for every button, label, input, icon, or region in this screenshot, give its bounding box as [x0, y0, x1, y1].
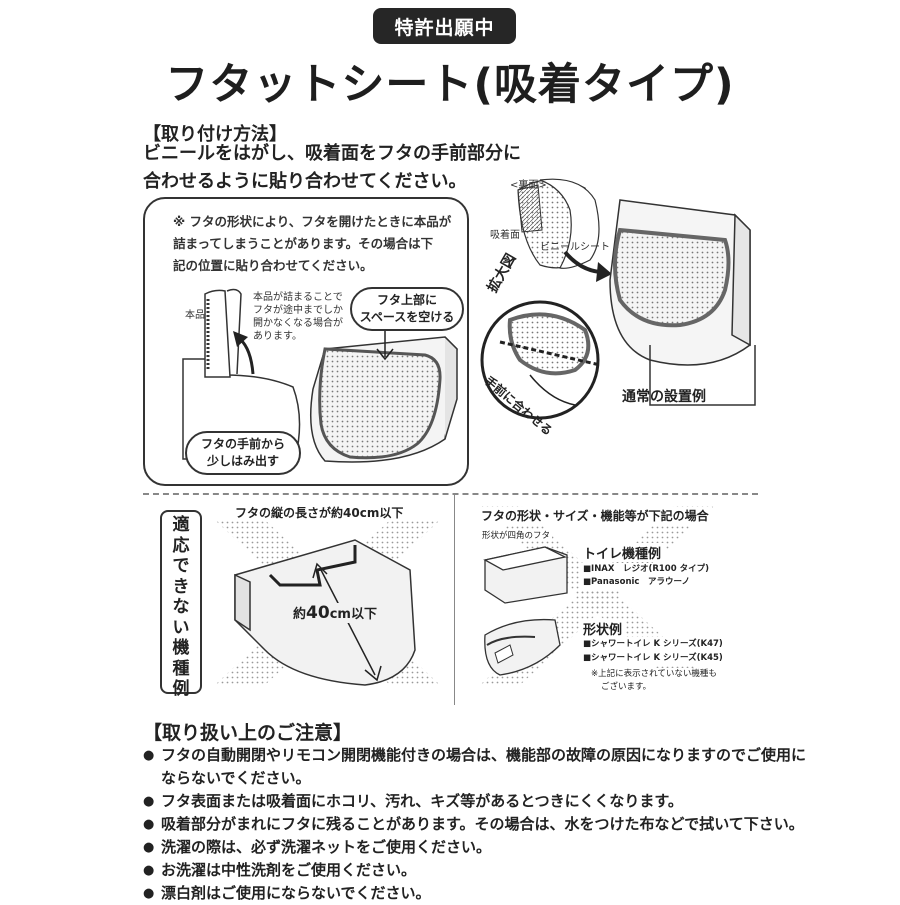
- length-label: 約40cm以下: [291, 603, 379, 623]
- vertical-char: 応: [172, 535, 190, 556]
- bubble-top-line-1: フタ上部に: [376, 293, 437, 307]
- lid-length-illustration: [215, 520, 440, 686]
- toilet-model-2: ■Panasonic アラウーノ: [583, 577, 690, 587]
- vertical-char: 機: [172, 638, 190, 658]
- install-heading: 【取り付け方法】: [143, 124, 287, 145]
- stuck-line-2: フタが途中までしか: [253, 305, 343, 316]
- caution-text: フタ表面または吸着面にホコリ、汚れ、キズ等があるとつきにくくなります。: [161, 792, 683, 810]
- shape-example-1: ■シャワートイレ K シリーズ(K47): [583, 639, 723, 649]
- toilet-model-heading: トイレ機種例: [580, 543, 665, 562]
- stuck-line-4: あります。: [253, 331, 302, 342]
- install-line-2: 合わせるように貼り合わせてください。: [143, 171, 467, 192]
- label-suction-face: 吸着面: [490, 230, 520, 241]
- patent-pending-badge: 特許出願中: [373, 8, 516, 44]
- note-line-2: 詰まってしまうことがあります。その場合は下: [173, 236, 434, 251]
- caution-item: ● フタの自動開閉やリモコン開閉機能付きの場合は、機能部の故障の原因になりますので…: [143, 744, 883, 767]
- shape-example-list: ■シャワートイレ K シリーズ(K47) ■シャワートイレ K シリーズ(K45…: [580, 637, 726, 665]
- bullet-icon: ●: [143, 817, 155, 832]
- label-vinyl-sheet: ビニールシート: [540, 242, 610, 253]
- section-divider: [143, 493, 758, 495]
- note-box: ※ フタの形状により、フタを開けたときに本品が 詰まってしまうことがあります。そ…: [143, 197, 469, 486]
- caution-text: お洗濯は中性洗剤をご使用ください。: [161, 861, 417, 879]
- length-label-num: 40: [306, 603, 330, 623]
- shape-heading: フタの形状・サイズ・機能等が下記の場合: [478, 507, 712, 524]
- bubble-top-space: フタ上部にスペースを空ける: [350, 287, 464, 331]
- normal-install-illustration: [480, 178, 756, 420]
- page-title: フタットシート(吸着タイプ): [165, 60, 735, 110]
- caution-text: 吸着部分がまれにフタに残ることがあります。その場合は、水をつけた布などで拭いて下…: [161, 815, 804, 833]
- stuck-line-1: 本品が詰まることで: [253, 292, 343, 303]
- caution-text: ならないでください。: [161, 769, 311, 787]
- bubble-top-line-2: スペースを空ける: [359, 310, 455, 324]
- normal-install-caption: 通常の設置例: [622, 389, 706, 405]
- toilet-model-list: ■INAX レジオ(R100 タイプ) ■Panasonic アラウーノ: [580, 563, 712, 589]
- incompatible-shapes-illustration: [480, 505, 715, 685]
- bubble-bottom-line-1: フタの手前から: [200, 437, 285, 451]
- bullet-icon: ●: [143, 794, 155, 809]
- toilet-model-1: ■INAX レジオ(R100 タイプ): [583, 564, 709, 574]
- install-text: ビニールをはがし、吸着面をフタの手前部分に 合わせるように貼り合わせてください。: [143, 140, 521, 196]
- footnote: ※上記に表示されていない機種も ございます。: [588, 668, 720, 694]
- caution-item: ● 漂白剤はご使用にならないでください。: [143, 882, 883, 905]
- note-line-1: ※ フタの形状により、フタを開けたときに本品が: [173, 214, 452, 229]
- shape-example-heading: 形状例: [580, 619, 626, 638]
- stuck-line-3: 開かなくなる場合が: [253, 318, 343, 329]
- length-heading: フタの縦の長さが約40cm以下: [232, 504, 407, 521]
- cautions-heading: 【取り扱い上のご注意】: [143, 722, 353, 744]
- stuck-warning: 本品が詰まることで フタが途中までしか 開かなくなる場合が あります。: [253, 291, 343, 343]
- caution-text: 漂白剤はご使用にならないでください。: [161, 884, 431, 902]
- caution-item: ● 吸着部分がまれにフタに残ることがあります。その場合は、水をつけた布などで拭いて…: [143, 813, 883, 836]
- bubble-front-overhang: フタの手前から少しはみ出す: [185, 431, 301, 475]
- length-label-pre: 約: [293, 607, 307, 622]
- caution-text: 洗濯の際は、必ず洗濯ネットをご使用ください。: [161, 838, 492, 856]
- square-lid-label: 形状が四角のフタ: [480, 529, 553, 541]
- length-label-post: cm以下: [329, 607, 377, 622]
- label-product: 本品: [185, 310, 205, 321]
- caution-text: フタの自動開閉やリモコン開閉機能付きの場合は、機能部の故障の原因になりますのでご…: [161, 746, 807, 764]
- install-line-1: ビニールをはがし、吸着面をフタの手前部分に: [143, 143, 521, 164]
- bubble-bottom-line-2: 少しはみ出す: [206, 454, 279, 468]
- label-back-side: <裏面>: [510, 180, 547, 191]
- vertical-char: い: [172, 617, 190, 638]
- vertical-char: な: [172, 597, 190, 617]
- bullet-icon: ●: [143, 863, 155, 878]
- cautions-list: ● フタの自動開閉やリモコン開閉機能付きの場合は、機能部の故障の原因になりますので…: [143, 744, 883, 905]
- bullet-icon: ●: [143, 748, 155, 763]
- footnote-line-2: ございます。: [601, 682, 652, 692]
- bullet-icon: ●: [143, 840, 155, 855]
- footnote-line-1: ※上記に表示されていない機種も: [591, 669, 717, 679]
- bullet-icon: ●: [143, 886, 155, 901]
- caution-item: ● お洗濯は中性洗剤をご使用ください。: [143, 859, 883, 882]
- vertical-char: で: [172, 556, 190, 576]
- caution-item: ● 洗濯の際は、必ず洗濯ネットをご使用ください。: [143, 836, 883, 859]
- vertical-char: 例: [172, 679, 190, 699]
- shape-example-2: ■シャワートイレ K シリーズ(K45): [583, 653, 723, 663]
- caution-item-continued: ならないでください。: [143, 767, 883, 790]
- vertical-char: き: [172, 576, 190, 597]
- caution-item: ● フタ表面または吸着面にホコリ、汚れ、キズ等があるとつきにくくなります。: [143, 790, 883, 813]
- incompatible-vertical-label: 適 応 で き な い 機 種 例: [160, 510, 202, 699]
- vertical-char: 種: [172, 658, 190, 679]
- note-line-3: 記の位置に貼り合わせてください。: [173, 258, 373, 273]
- vertical-char: 適: [172, 515, 190, 535]
- column-divider: [454, 495, 455, 705]
